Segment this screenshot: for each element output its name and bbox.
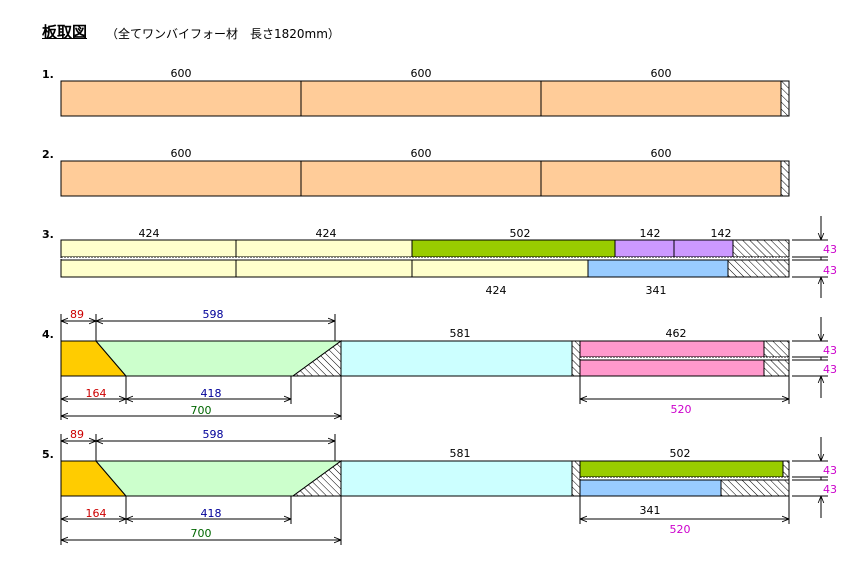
board-3: 3. 424 424 502 142 142 424 341	[42, 216, 837, 298]
cut-length-label: 600	[411, 147, 432, 160]
cut-piece	[340, 340, 573, 377]
cut-length-label: 462	[666, 327, 687, 340]
cut-length-label: 600	[411, 67, 432, 80]
waste-area	[727, 259, 790, 278]
board-label: 2.	[42, 148, 54, 161]
cut-piece	[411, 239, 616, 258]
cut-length-label: 520	[670, 523, 691, 536]
cut-length-label: 502	[670, 447, 691, 460]
board-label: 5.	[42, 448, 54, 461]
cut-piece	[579, 460, 784, 478]
width-label: 43	[823, 264, 837, 277]
cut-piece	[60, 80, 302, 117]
board-2: 2. 600 600 600	[42, 147, 790, 197]
cut-length-label: 142	[711, 227, 732, 240]
width-dimension	[792, 437, 828, 518]
cut-piece	[235, 259, 413, 278]
cut-length-label: 341	[646, 284, 667, 297]
cut-length-label: 600	[651, 67, 672, 80]
length-dimension	[60, 314, 336, 341]
width-label: 43	[823, 464, 837, 477]
length-dimension	[60, 496, 790, 545]
cut-piece	[300, 160, 542, 197]
cut-piece	[300, 80, 542, 117]
waste-area	[720, 479, 790, 497]
cut-length-label: 520	[671, 403, 692, 416]
cut-piece	[579, 359, 765, 377]
cut-length-label: 600	[171, 147, 192, 160]
cut-length-label: 341	[640, 504, 661, 517]
waste-area	[571, 340, 581, 377]
width-label: 43	[823, 363, 837, 376]
cut-length-label: 600	[171, 67, 192, 80]
cut-piece	[579, 340, 765, 358]
cut-piece	[614, 239, 675, 258]
cut-piece	[60, 160, 302, 197]
cut-length-label: 598	[203, 428, 224, 441]
cut-piece	[579, 479, 722, 497]
cut-length-label: 89	[70, 308, 84, 321]
cut-length-label: 164	[86, 387, 107, 400]
cut-length-label: 89	[70, 428, 84, 441]
cut-piece	[540, 160, 782, 197]
length-dimension	[60, 376, 790, 420]
page-subtitle: （全てワンバイフォー材 長さ1820mm）	[106, 27, 340, 41]
cut-piece	[235, 239, 413, 258]
waste-area	[780, 160, 790, 197]
waste-area	[571, 460, 581, 497]
width-label: 43	[823, 243, 837, 256]
width-dimension	[792, 317, 828, 398]
cut-piece	[60, 259, 237, 278]
cut-length-label: 424	[486, 284, 507, 297]
cut-length-label: 142	[640, 227, 661, 240]
board-4: 4. 89 598 581 462	[42, 308, 837, 420]
cut-length-label: 600	[651, 147, 672, 160]
cut-length-label: 424	[316, 227, 337, 240]
waste-area	[782, 460, 790, 478]
waste-area	[780, 80, 790, 117]
cut-piece	[340, 460, 573, 497]
cut-length-label: 581	[450, 327, 471, 340]
cut-length-label: 700	[191, 404, 212, 417]
cut-length-label: 418	[201, 507, 222, 520]
board-1: 1. 600 600 600	[42, 67, 790, 117]
cut-length-label: 700	[191, 527, 212, 540]
width-label: 43	[823, 483, 837, 496]
cut-piece	[411, 259, 589, 278]
waste-area	[763, 359, 790, 377]
cut-piece	[60, 239, 237, 258]
cut-length-label: 598	[203, 308, 224, 321]
cut-length-label: 424	[139, 227, 160, 240]
cut-piece	[587, 259, 729, 278]
length-dimension	[60, 434, 336, 461]
board-label: 3.	[42, 228, 54, 241]
board-label: 4.	[42, 328, 54, 341]
waste-area	[732, 239, 790, 258]
width-label: 43	[823, 344, 837, 357]
cut-piece	[540, 80, 782, 117]
cut-piece	[673, 239, 734, 258]
board-5: 5. 89 598 581 502	[42, 428, 837, 545]
cut-length-label: 502	[510, 227, 531, 240]
cut-length-label: 164	[86, 507, 107, 520]
cut-length-label: 581	[450, 447, 471, 460]
waste-area	[763, 340, 790, 358]
board-label: 1.	[42, 68, 54, 81]
page-title: 板取図	[42, 23, 88, 41]
width-dimension	[792, 216, 828, 298]
cut-length-label: 418	[201, 387, 222, 400]
